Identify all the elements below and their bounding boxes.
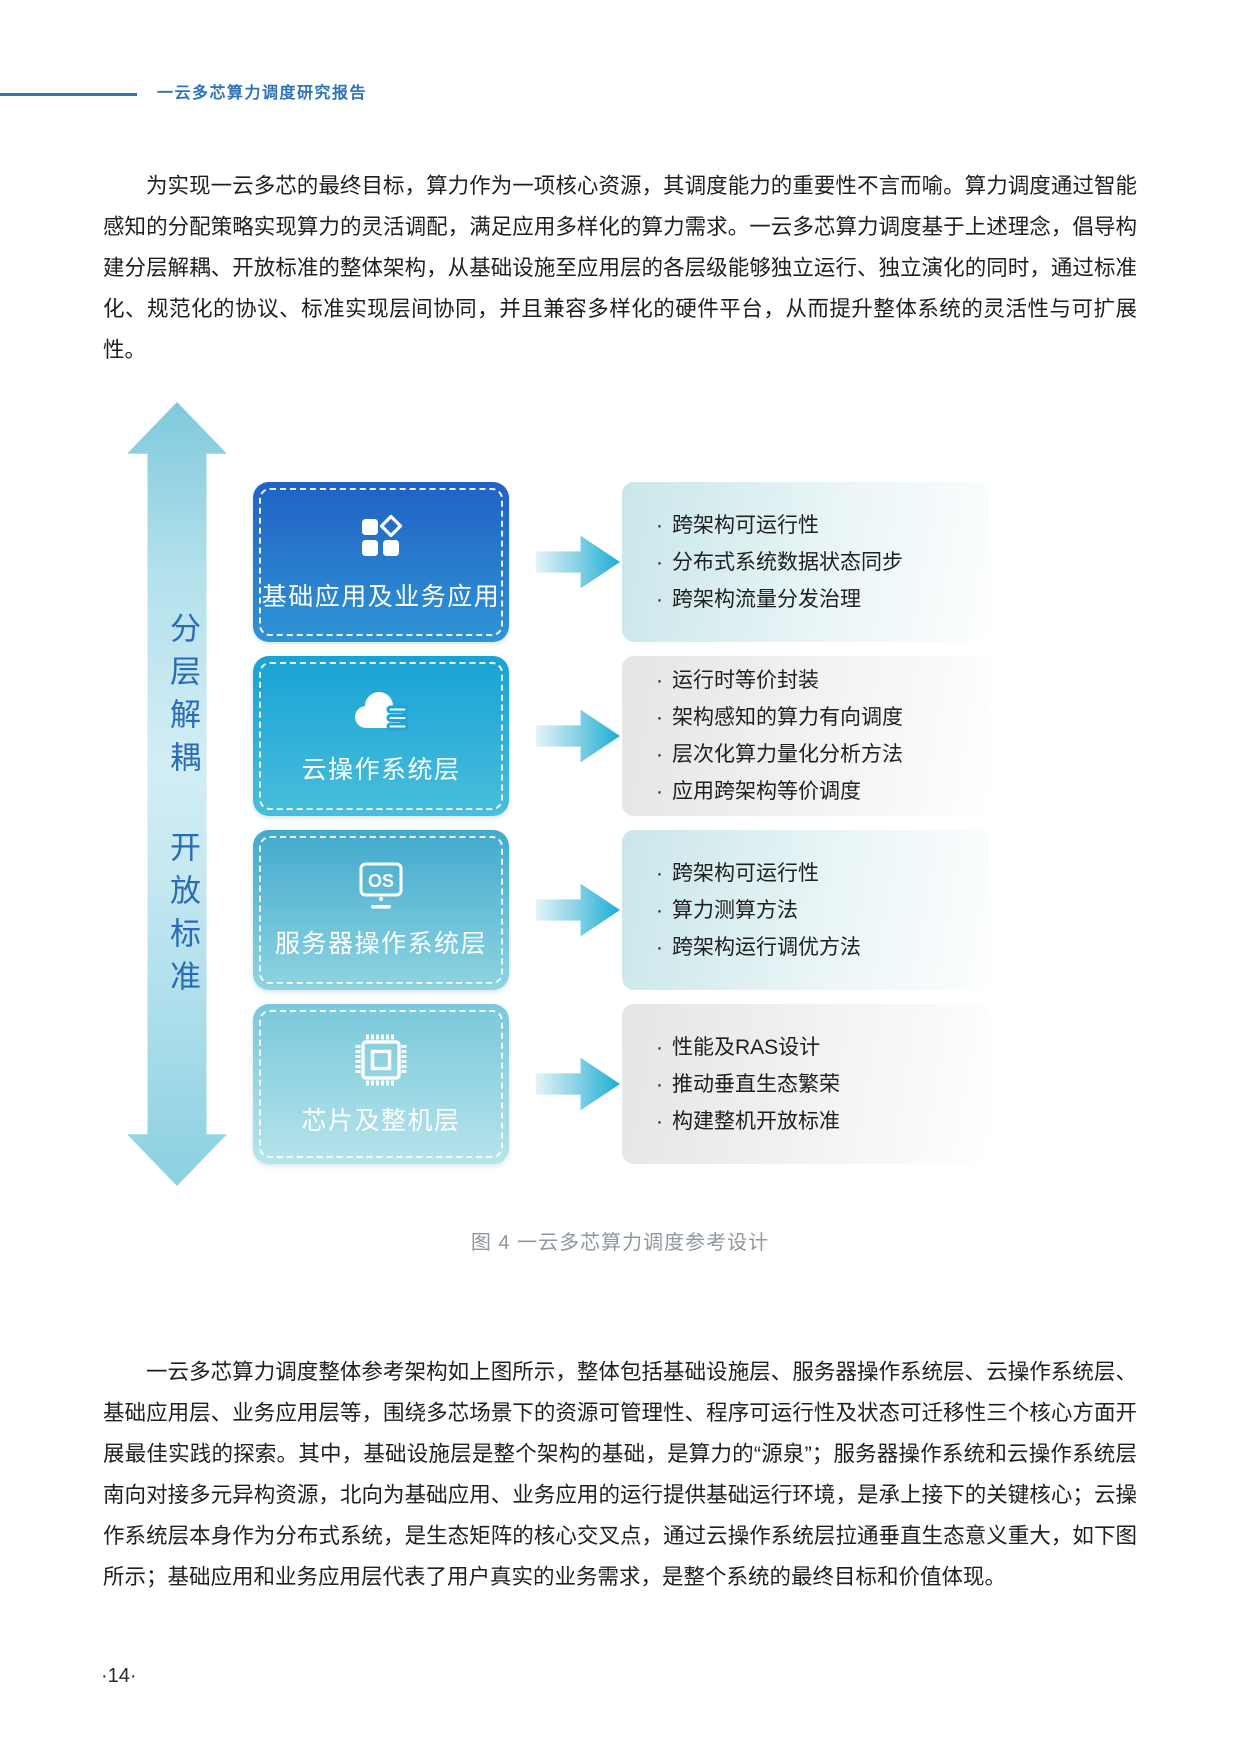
chip-icon: [355, 1034, 407, 1085]
bullet-item: 性能及RAS设计: [656, 1029, 990, 1066]
cloud-os-icon: [355, 691, 409, 730]
right-arrow-icon: [536, 1057, 620, 1111]
bullet-item: 层次化算力量化分析方法: [656, 736, 990, 773]
layer-box-applications: 基础应用及业务应用: [253, 482, 509, 642]
bullet-item: 跨架构可运行性: [656, 507, 990, 544]
layer-box-chip: 芯片及整机层: [253, 1004, 509, 1164]
bullet-item: 算力测算方法: [656, 892, 990, 929]
svg-text:OS: OS: [368, 871, 394, 891]
layer-label: 云操作系统层: [301, 755, 461, 784]
layer-label: 服务器操作系统层: [274, 929, 487, 958]
bullets-panel-applications: 跨架构可运行性 分布式系统数据状态同步 跨架构流量分发治理: [622, 482, 990, 642]
axis-label-open-standard: 开放标准: [165, 831, 200, 1003]
layer-box-server-os: OS 服务器操作系统层: [253, 830, 509, 990]
header-rule: [0, 93, 137, 96]
vertical-double-arrow: [127, 402, 227, 1186]
right-arrow-icon: [536, 535, 620, 589]
page-number: ·14·: [101, 1665, 137, 1687]
bullet-item: 构建整机开放标准: [656, 1103, 990, 1140]
bullet-item: 分布式系统数据状态同步: [656, 544, 990, 581]
bullets-panel-cloud-os: 运行时等价封装 架构感知的算力有向调度 层次化算力量化分析方法 应用跨架构等价调…: [622, 656, 990, 816]
axis-label-decoupling: 分层解耦: [165, 612, 200, 784]
layer-label: 芯片及整机层: [301, 1106, 461, 1135]
bullet-item: 架构感知的算力有向调度: [656, 699, 990, 736]
bullets-panel-server-os: 跨架构可运行性 算力测算方法 跨架构运行调优方法: [622, 830, 990, 990]
bullet-item: 跨架构流量分发治理: [656, 581, 990, 618]
bullet-item: 推动垂直生态繁荣: [656, 1066, 990, 1103]
bullet-item: 跨架构运行调优方法: [656, 929, 990, 966]
bullets-panel-chip: 性能及RAS设计 推动垂直生态繁荣 构建整机开放标准: [622, 1004, 990, 1164]
paragraph-intro: 为实现一云多芯的最终目标，算力作为一项核心资源，其调度能力的重要性不言而喻。算力…: [103, 174, 1137, 362]
layer-label: 基础应用及业务应用: [261, 582, 501, 611]
right-arrow-icon: [536, 883, 620, 937]
bullet-item: 运行时等价封装: [656, 662, 990, 699]
app-grid-icon: [362, 514, 403, 556]
bullet-item: 跨架构可运行性: [656, 855, 990, 892]
right-arrow-icon: [536, 709, 620, 763]
os-monitor-icon: OS: [359, 862, 403, 909]
bullet-item: 应用跨架构等价调度: [656, 773, 990, 810]
report-header-title: 一云多芯算力调度研究报告: [157, 85, 368, 102]
layer-box-cloud-os: 云操作系统层: [253, 656, 509, 816]
figure-caption: 图 4 一云多芯算力调度参考设计: [470, 1232, 770, 1254]
paragraph-architecture: 一云多芯算力调度整体参考架构如上图所示，整体包括基础设施层、服务器操作系统层、云…: [103, 1360, 1137, 1589]
